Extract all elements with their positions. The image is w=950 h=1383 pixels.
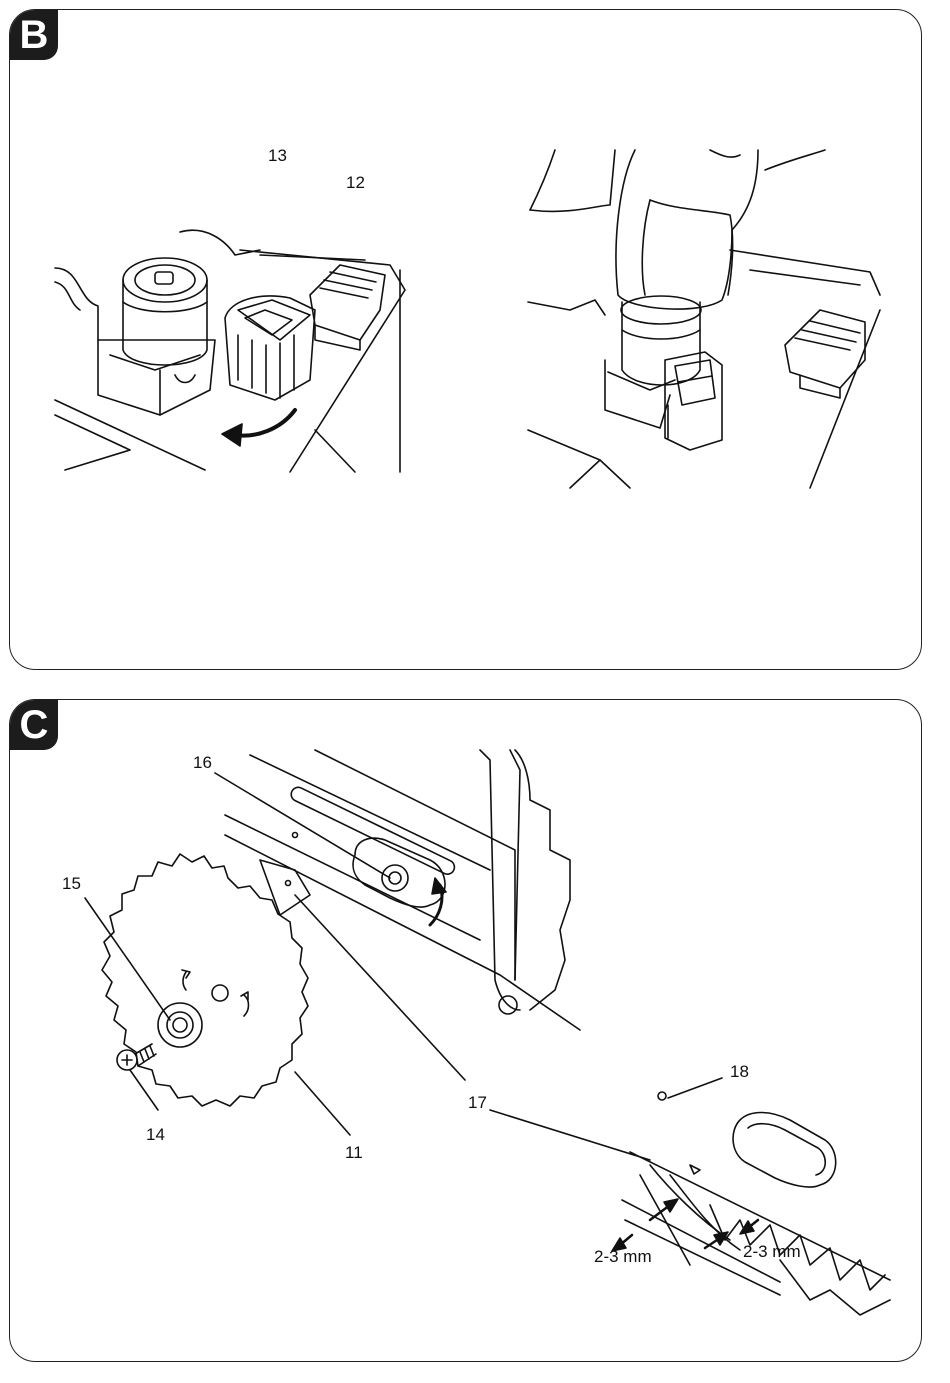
panel-c: C — [9, 699, 922, 1362]
panel-b: B — [9, 9, 922, 670]
left-switch-drawing — [55, 230, 405, 472]
label-riving-knife-17: 17 — [468, 1093, 487, 1113]
label-switch-13: 13 — [268, 146, 287, 166]
screw-18-mark — [658, 1092, 666, 1100]
saw-guard-drawing — [225, 750, 580, 1030]
saw-blade-drawing — [102, 854, 308, 1106]
gap-detail-drawing — [612, 1113, 890, 1316]
label-bolt-14: 14 — [146, 1125, 165, 1145]
leader-lines — [85, 773, 722, 1160]
label-gap-right: 2-3 mm — [743, 1242, 801, 1262]
label-arbor-bolt-16: 16 — [193, 753, 212, 773]
right-switch-drawing — [528, 150, 880, 488]
label-pedal-12: 12 — [346, 173, 365, 193]
panel-b-illustration — [10, 10, 921, 669]
label-flange-15: 15 — [62, 874, 81, 894]
label-screw-18: 18 — [730, 1062, 749, 1082]
label-blade-11: 11 — [345, 1143, 363, 1163]
label-gap-left: 2-3 mm — [594, 1247, 652, 1267]
